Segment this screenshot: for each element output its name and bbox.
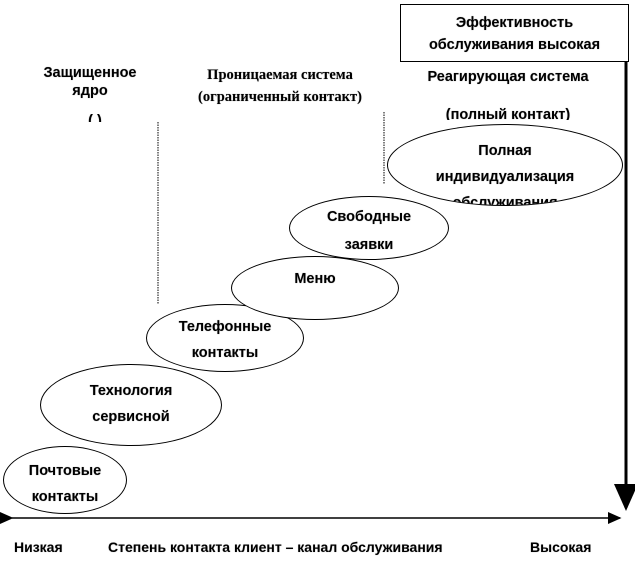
- step-phone-contacts: Телефонные контакты: [146, 304, 304, 372]
- zone-reactive-line2-clip: (полный контакт): [408, 106, 608, 120]
- step-technology-line1: Технология: [89, 383, 173, 399]
- step-full-customization: Полная индивидуализация обслуживания: [387, 124, 623, 206]
- step-menu-line1: Меню: [294, 271, 336, 287]
- step-custom-line1: Полная: [478, 143, 532, 159]
- efficiency-box: Эффективность обслуживания высокая: [400, 4, 629, 62]
- zone-reactive-line1: Реагирующая система: [427, 69, 589, 85]
- zone-reactive-line2: (полный контакт): [445, 107, 571, 120]
- zone-core-line3-clip: ( ): [30, 114, 160, 122]
- axis-high-label: Высокая: [530, 539, 592, 555]
- step-requests-line1: Свободные: [326, 209, 412, 225]
- step-custom-line2: индивидуализация: [435, 169, 575, 185]
- step-technology-line2: сервисной: [92, 409, 170, 425]
- zone-core-line1: Защищенное: [43, 65, 137, 81]
- efficiency-box-line2: обслуживания высокая: [428, 37, 601, 53]
- zone-permeable-line2: (ограниченный контакт): [198, 89, 362, 105]
- step-service-technology: Технология сервисной: [40, 364, 222, 446]
- step-mail-line2: контакты: [31, 489, 99, 505]
- axis-low-label: Низкая: [14, 539, 63, 555]
- step-mail-contacts: Почтовые контакты: [3, 446, 127, 514]
- step-free-requests: Свободные заявки: [289, 196, 449, 260]
- step-mail-line1: Почтовые: [28, 463, 102, 479]
- step-phone-line2: контакты: [191, 345, 259, 361]
- efficiency-box-line1: Эффективность: [455, 15, 574, 31]
- zone-core-line3: ( ): [88, 114, 102, 122]
- step-phone-line1: Телефонные: [178, 319, 272, 335]
- axis-title: Степень контакта клиент – канал обслужив…: [108, 539, 443, 555]
- zone-permeable-line1: Проницаемая система: [207, 67, 353, 83]
- step-menu: Меню: [231, 256, 399, 320]
- zone-core-line2: ядро: [72, 83, 108, 99]
- step-requests-line2: заявки: [344, 237, 394, 253]
- step-custom-line3: обслуживания: [452, 195, 558, 206]
